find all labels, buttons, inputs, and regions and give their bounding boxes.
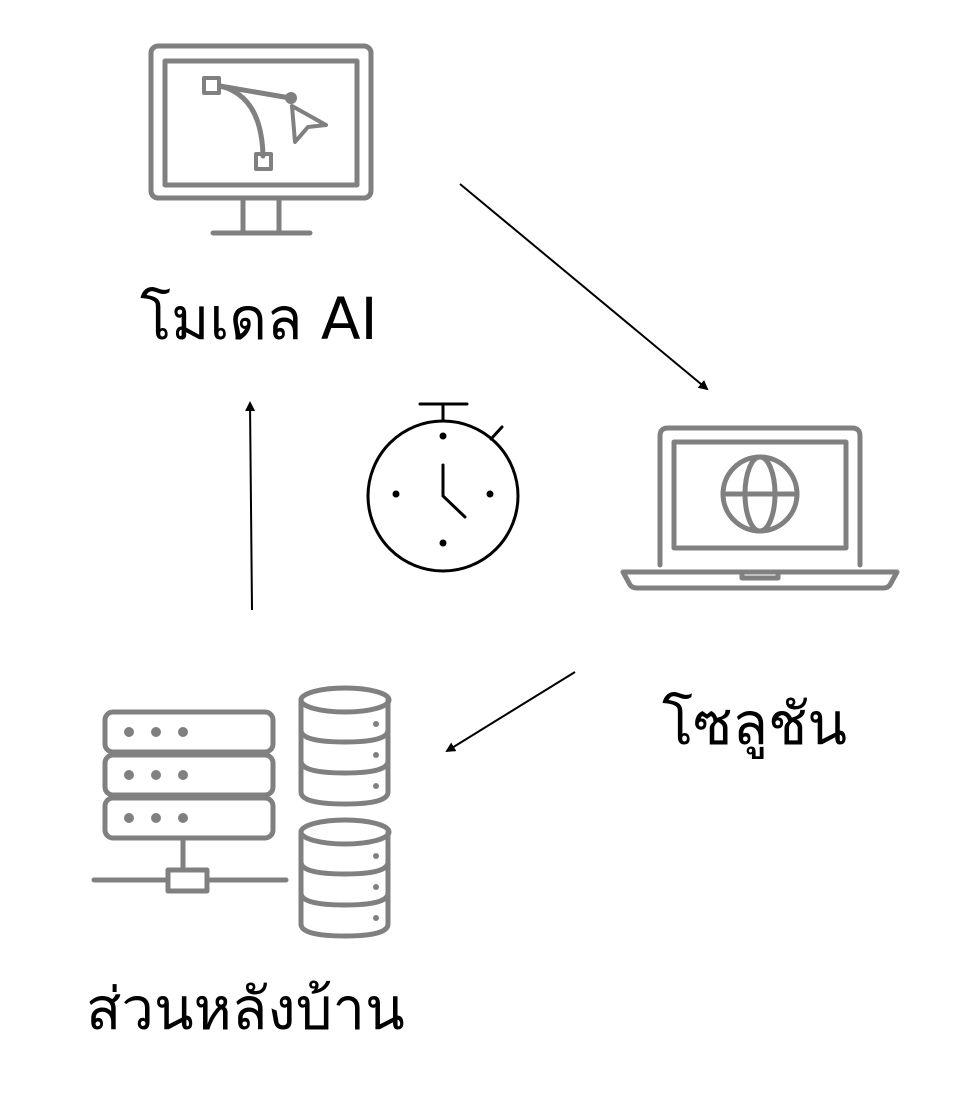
flow-arrow-ai-to-solution (459, 183, 709, 391)
server-database-icon (91, 685, 392, 939)
monitor-vector-design-icon (148, 43, 374, 236)
ai-model-label: โมเดล AI (140, 285, 378, 353)
server-indicator-lights (124, 721, 379, 921)
stopwatch-icon (366, 402, 520, 573)
flow-arrow-solution-to-backend (445, 671, 576, 753)
backend-label: ส่วนหลังบ้าน (86, 975, 405, 1043)
flow-arrow-backend-to-ai (245, 401, 256, 611)
laptop-globe-icon (620, 425, 900, 591)
solution-label: โซลูชัน (662, 690, 848, 758)
